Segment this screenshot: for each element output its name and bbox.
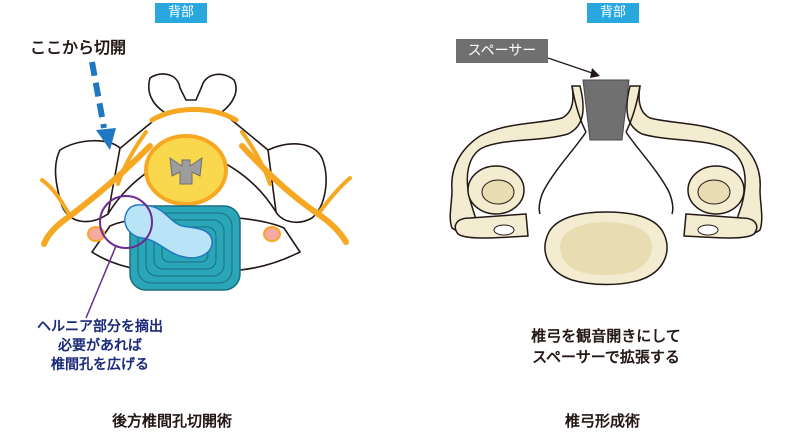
right-illustration (420, 50, 800, 300)
right-annotation-line-1: 椎弓を観音開きにして (496, 326, 716, 347)
incision-arrow-shaft (92, 62, 104, 128)
left-annotation-line-1: ヘルニア部分を摘出 (0, 318, 200, 337)
left-transverse-process (455, 214, 528, 238)
spacer-pointer-line (548, 58, 595, 74)
spacer-pointer-head (590, 68, 600, 78)
right-foramen (698, 225, 718, 235)
right-ganglion (264, 227, 280, 241)
left-foramen (494, 225, 514, 235)
spacer-block (583, 80, 629, 140)
right-canal-rim (626, 132, 673, 214)
left-canal-rim (539, 132, 586, 214)
left-lamina (450, 86, 583, 232)
left-annotation-line-2: 必要があれば (0, 337, 200, 356)
right-back-tag: 背部 (587, 3, 639, 23)
left-annotation-line-3: 椎間孔を広げる (0, 356, 200, 375)
left-caption: 後方椎間孔切開術 (112, 410, 232, 431)
left-annotation: ヘルニア部分を摘出 必要があれば 椎間孔を広げる (0, 318, 200, 375)
right-caption: 椎弓形成術 (565, 410, 640, 431)
vertebral-body-inner (560, 222, 652, 275)
right-annotation-line-2: スペーサーで拡張する (496, 347, 716, 368)
left-facet-inner (482, 180, 514, 204)
left-back-tag: 背部 (155, 3, 207, 23)
right-annotation: 椎弓を観音開きにして スペーサーで拡張する (496, 326, 716, 368)
right-facet-inner (698, 180, 730, 204)
right-transverse-process (684, 214, 757, 238)
